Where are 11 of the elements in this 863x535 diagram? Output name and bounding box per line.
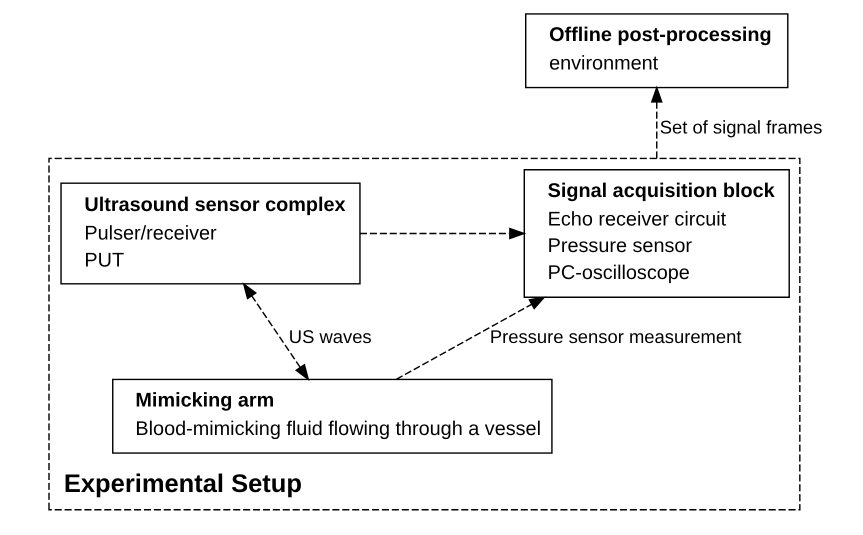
arrow (396, 296, 546, 380)
edge-label: Set of signal frames (660, 116, 822, 138)
node-box: Mimicking arm Blood-mimicking fluid flowing through a vessel (112, 378, 553, 454)
edge-label: Pressure sensor measurement (490, 326, 742, 348)
node-box: Signal acquisition block Echo receiver circuit Pressure sensor PC-oscilloscope (524, 169, 790, 298)
arrow (242, 282, 310, 382)
node-box: Offline post-processing environment (525, 13, 788, 88)
edge-label: US waves (288, 326, 372, 348)
node-box: Ultrasound sensor complex Pulser/receiver PUT (60, 182, 361, 284)
arrow (650, 86, 663, 158)
arrow (360, 228, 526, 240)
